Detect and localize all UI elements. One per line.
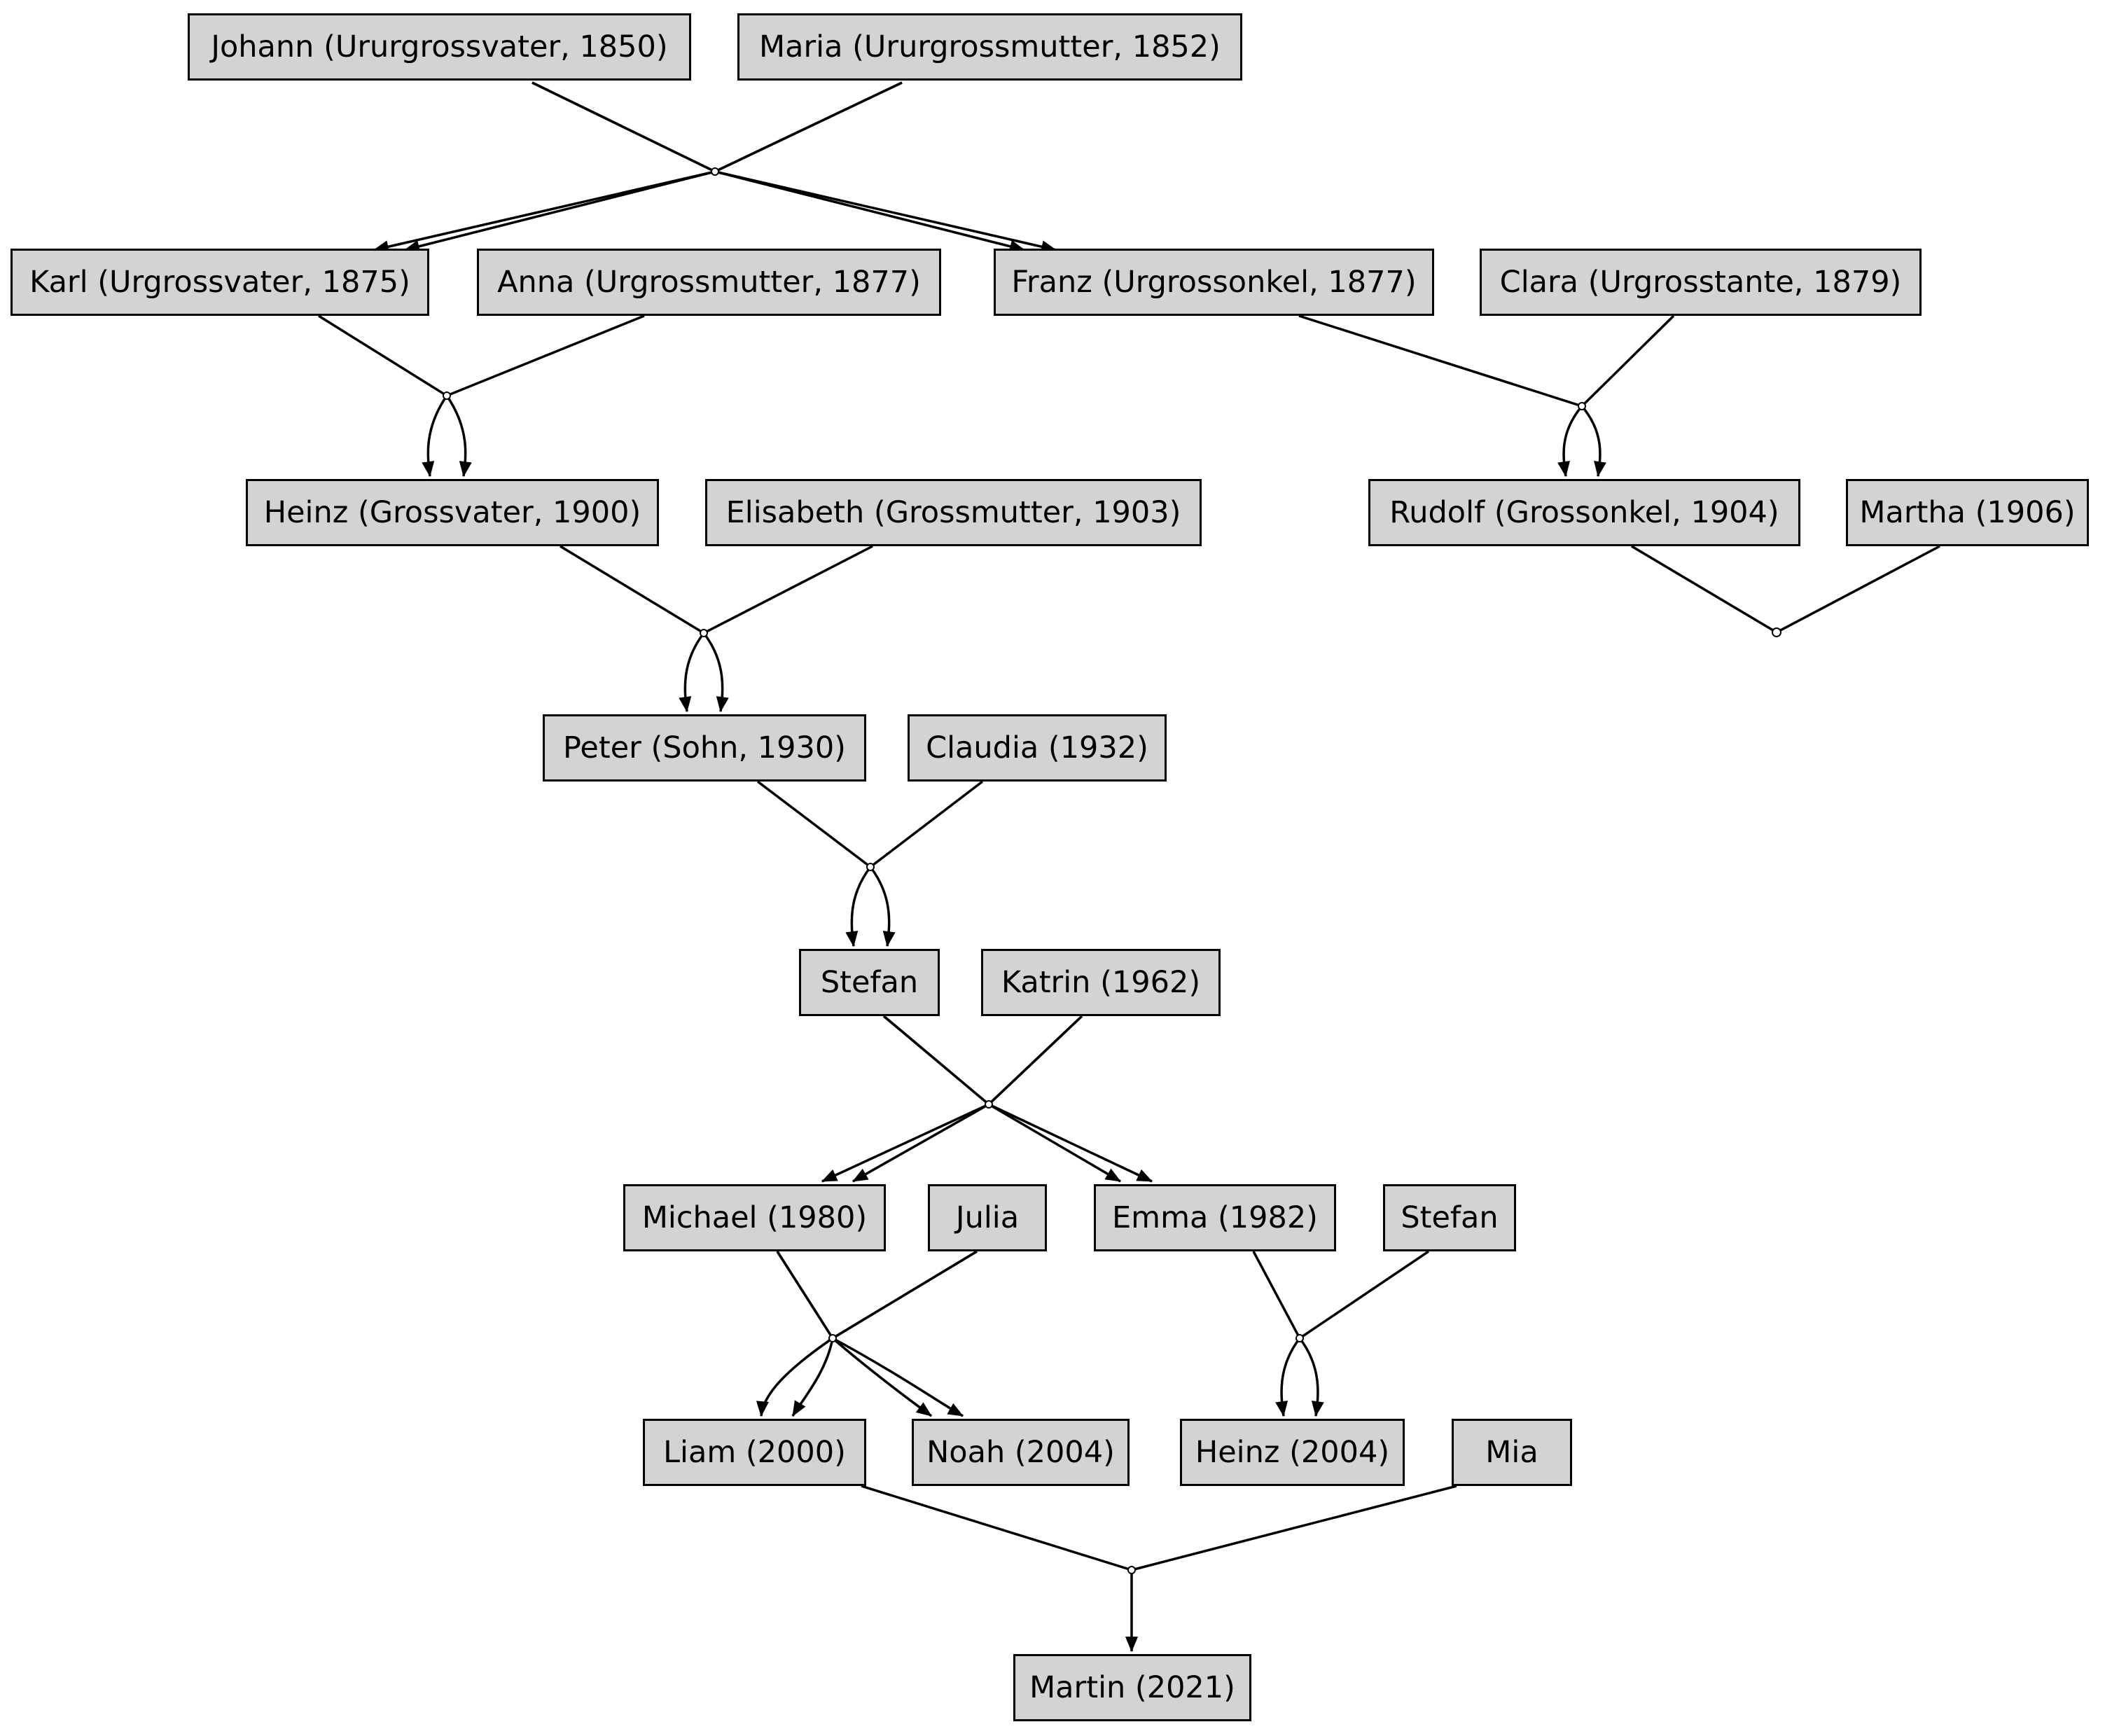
edge-stefan-emma [882,1015,1121,1183]
edge-katrin-emma [986,1015,1153,1183]
node-elisabeth: Elisabeth (Grossmutter, 1903) [705,479,1202,546]
edge-julia-liam [791,1250,978,1417]
edge-julia-noah [830,1250,978,1417]
edge-mia-martin [1131,1485,1457,1571]
node-karl: Karl (Urgrossvater, 1875) [11,249,429,316]
node-maria: Maria (Ururgrossmutter, 1852) [737,13,1242,81]
node-noah: Noah (2004) [912,1419,1130,1486]
node-emma: Emma (1982) [1094,1184,1336,1251]
edge-maria-franz [711,81,1057,254]
edge-johann-karl [373,81,719,254]
node-martha: Martha (1906) [1846,479,2089,546]
node-michael: Michael (1980) [623,1184,886,1251]
node-franz: Franz (Urgrossonkel, 1877) [994,249,1434,316]
edge-martha-marriage [1776,545,1940,634]
edge-michael-noah [776,1251,933,1417]
edge-anna-heinz [445,314,645,478]
node-stefan: Stefan [799,949,940,1016]
junction-karl-anna [443,391,451,400]
edge-stefan-michael [821,1015,992,1183]
edge-stefan2-heinz2 [1298,1250,1429,1417]
node-anna: Anna (Urgrossmutter, 1877) [477,249,941,316]
node-mia: Mia [1452,1419,1572,1486]
edge-katrin-michael [852,1015,1083,1183]
junction-johann-maria [711,167,719,176]
junction-peter-claudia [866,863,875,871]
node-stefan2: Stefan [1383,1184,1516,1251]
edge-karl-heinz [318,314,449,478]
junction-michael-julia [828,1334,837,1342]
node-katrin: Katrin (1962) [981,949,1221,1016]
edge-heinz-peter [560,545,706,713]
junction-liam-mia [1127,1566,1136,1574]
edge-claudia-stefan [868,780,984,947]
node-peter: Peter (Sohn, 1930) [543,714,866,782]
edge-emma-heinz2 [1252,1251,1302,1417]
edge-rudolf-marriage [1631,545,1777,634]
edge-michael-liam [756,1251,835,1417]
edge-franz-rudolf [1298,314,1585,478]
node-rudolf: Rudolf (Grossonkel, 1904) [1368,479,1800,546]
node-martin: Martin (2021) [1013,1654,1251,1721]
edge-clara-rudolf [1580,314,1675,478]
junction-rudolf-martha [1772,627,1781,637]
node-heinz: Heinz (Grossvater, 1900) [246,479,659,546]
node-heinz2: Heinz (2004) [1180,1419,1405,1486]
junction-stefan-katrin [985,1100,993,1109]
node-johann: Johann (Ururgrossvater, 1850) [188,13,691,81]
node-julia: Julia [928,1184,1047,1251]
edge-peter-stefan [756,780,873,947]
junction-heinz-elisabeth [700,629,708,637]
node-liam: Liam (2000) [643,1419,866,1486]
junction-emma-stefan [1295,1334,1304,1342]
edge-elisabeth-peter [702,545,873,713]
node-clara: Clara (Urgrosstante, 1879) [1480,249,1922,316]
edge-liam-martin [861,1485,1139,1653]
node-claudia: Claudia (1932) [908,714,1167,782]
junction-franz-clara [1578,402,1586,410]
